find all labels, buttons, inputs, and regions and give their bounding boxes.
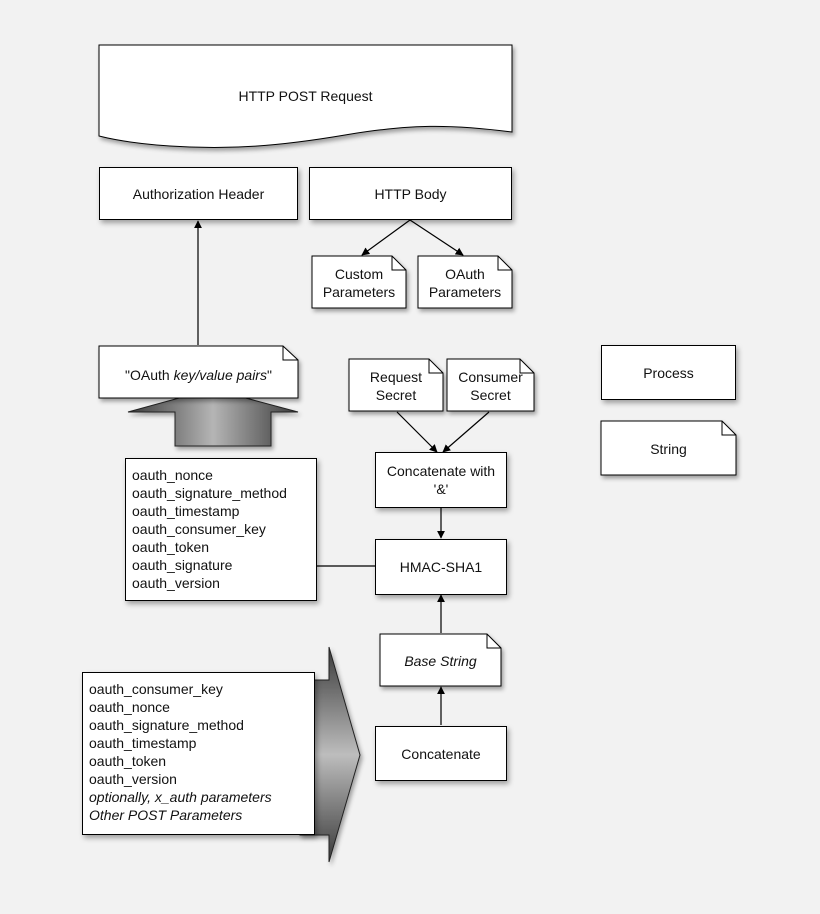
input-param-optional: optionally, x_auth parameters bbox=[89, 789, 272, 805]
input-param: oauth_signature_method bbox=[89, 717, 244, 733]
signed-param: oauth_version bbox=[132, 575, 220, 591]
concatenate-with-box: Concatenate with '&' bbox=[375, 452, 507, 508]
custom-parameters-label: Custom Parameters bbox=[312, 260, 406, 306]
input-param-other: Other POST Parameters bbox=[89, 807, 243, 823]
hmac-sha1-box: HMAC-SHA1 bbox=[375, 539, 507, 595]
custom-parameters-shape bbox=[311, 255, 407, 309]
http-post-request-label: HTTP POST Request bbox=[99, 78, 512, 114]
request-secret-label: Request Secret bbox=[349, 363, 443, 409]
legend-process-box: Process bbox=[601, 345, 736, 400]
request-secret-shape bbox=[348, 358, 444, 412]
signed-params-list: oauth_nonce oauth_signature_method oauth… bbox=[125, 458, 317, 601]
request-secret-line2: Secret bbox=[375, 387, 417, 403]
authorization-header-text: Authorization Header bbox=[132, 185, 265, 202]
base-string-shape bbox=[379, 633, 502, 687]
concatenate-with-line2: '&' bbox=[433, 481, 449, 497]
legend-string-label: String bbox=[601, 435, 736, 463]
input-param: oauth_nonce bbox=[89, 699, 170, 715]
oauth-pairs-label: "OAuth key/value pairs" bbox=[99, 360, 298, 390]
signed-param: oauth_signature bbox=[132, 557, 233, 573]
input-param: oauth_timestamp bbox=[89, 735, 197, 751]
oauth-pairs-italic: key/value pairs bbox=[173, 367, 267, 383]
base-string-label: Base String bbox=[380, 648, 501, 674]
http-body-box: HTTP Body bbox=[309, 167, 512, 220]
concatenate-text: Concatenate bbox=[401, 745, 481, 762]
connector-consumer-secret bbox=[442, 411, 490, 453]
legend-string-shape bbox=[600, 420, 737, 476]
concatenate-box: Concatenate bbox=[375, 726, 507, 781]
signed-param: oauth_nonce bbox=[132, 467, 213, 483]
connector-request-secret bbox=[396, 411, 438, 453]
concatenate-with-line1: Concatenate with bbox=[386, 463, 496, 479]
hmac-sha1-text: HMAC-SHA1 bbox=[399, 559, 483, 575]
oauth-pairs-post: " bbox=[266, 367, 272, 383]
consumer-secret-line1: Consumer bbox=[458, 369, 523, 385]
big-right-arrow bbox=[299, 646, 361, 863]
oauth-pairs-pre: "OAuth bbox=[125, 367, 174, 383]
oauth-parameters-label: OAuth Parameters bbox=[418, 260, 512, 306]
oauth-pairs-shape bbox=[98, 345, 299, 399]
oauth-parameters-line2: Parameters bbox=[428, 284, 502, 300]
signed-param: oauth_token bbox=[132, 539, 210, 555]
oauth-parameters-shape bbox=[417, 255, 513, 309]
input-param: oauth_token bbox=[89, 753, 167, 769]
custom-parameters-line1: Custom bbox=[334, 266, 384, 282]
connector-body-to-custom bbox=[361, 219, 411, 256]
http-body-text: HTTP Body bbox=[374, 185, 447, 202]
legend-process-text: Process bbox=[643, 364, 694, 381]
oauth-parameters-line1: OAuth bbox=[445, 266, 485, 282]
custom-parameters-line2: Parameters bbox=[322, 284, 396, 300]
connector-body-to-oauth bbox=[409, 219, 464, 256]
signed-param: oauth_consumer_key bbox=[132, 521, 266, 537]
http-post-request-shape bbox=[98, 44, 513, 148]
signed-param: oauth_timestamp bbox=[132, 503, 240, 519]
consumer-secret-label: Consumer Secret bbox=[447, 363, 534, 409]
consumer-secret-line2: Secret bbox=[470, 387, 511, 403]
base-string-text: Base String bbox=[404, 653, 477, 669]
http-post-request-text: HTTP POST Request bbox=[238, 88, 373, 104]
input-params-list: oauth_consumer_key oauth_nonce oauth_sig… bbox=[82, 672, 315, 835]
legend-string-text: String bbox=[650, 441, 687, 457]
authorization-header-box: Authorization Header bbox=[99, 167, 298, 220]
request-secret-line1: Request bbox=[369, 369, 423, 385]
input-param: oauth_version bbox=[89, 771, 177, 787]
consumer-secret-shape bbox=[446, 358, 535, 412]
input-param: oauth_consumer_key bbox=[89, 681, 223, 697]
signed-param: oauth_signature_method bbox=[132, 485, 287, 501]
